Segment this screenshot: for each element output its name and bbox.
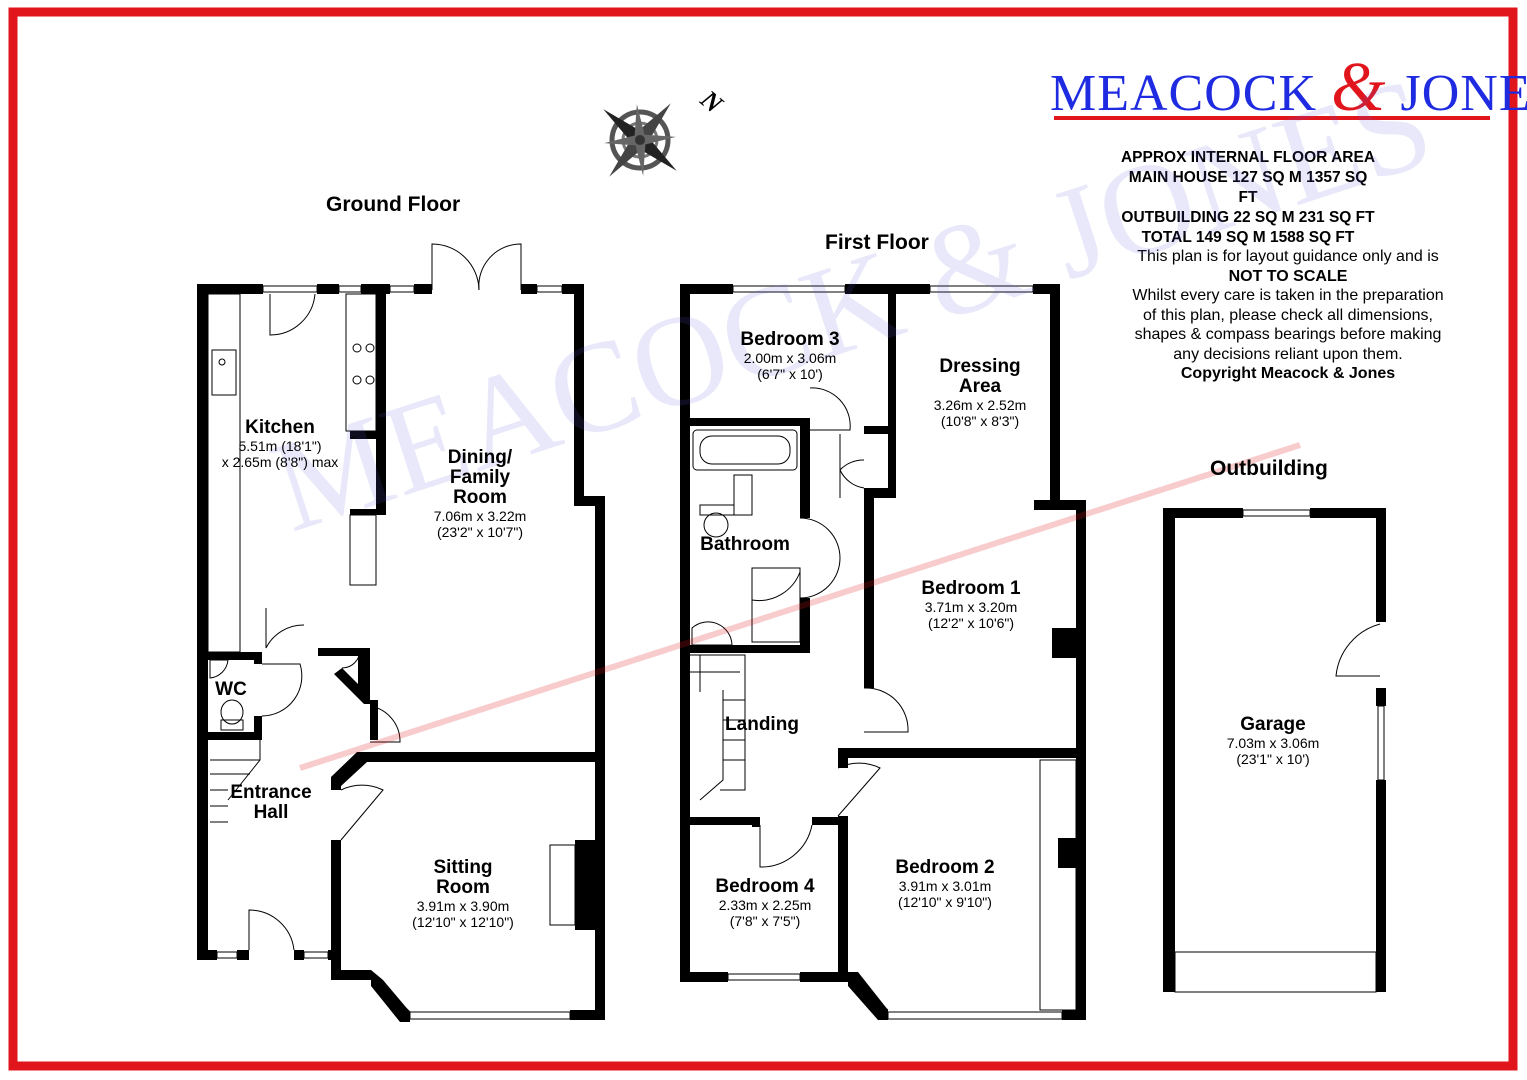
room-name: Sitting bbox=[433, 857, 493, 878]
ground-floor-fixtures bbox=[198, 243, 571, 1020]
floor-area-main-house: MAIN HOUSE 127 SQ M 1357 SQ FT bbox=[1128, 169, 1368, 206]
room-dimension: 3.91m x 3.90m bbox=[416, 898, 510, 914]
floor-area-title: APPROX INTERNAL FLOOR AREA bbox=[1120, 149, 1376, 166]
room-name: Room bbox=[436, 877, 490, 898]
brand-logo: MEACOCK & JONES bbox=[1050, 40, 1527, 126]
room-dimension: 3.26m x 2.52m bbox=[933, 397, 1027, 413]
room-bedroom-2: Bedroom 2 3.91m x 3.01m (12'10" x 9'10") bbox=[862, 857, 1028, 911]
brand-underline bbox=[1054, 116, 1490, 120]
room-dimension: (12'2" x 10'6") bbox=[927, 615, 1015, 631]
disclaimer-copyright: Copyright Meacock & Jones bbox=[1180, 365, 1396, 382]
room-name: Landing bbox=[725, 714, 799, 735]
room-sitting: Sitting Room 3.91m x 3.90m (12'10" x 12'… bbox=[383, 857, 543, 931]
room-dimension: (23'2" x 10'7") bbox=[436, 524, 524, 540]
room-dimension: 2.33m x 2.25m bbox=[718, 897, 812, 913]
room-name: Kitchen bbox=[245, 417, 315, 438]
room-name: Area bbox=[958, 376, 1002, 397]
room-dressing-area: Dressing Area 3.26m x 2.52m (10'8" x 8'3… bbox=[900, 356, 1060, 430]
room-dimension: (12'10" x 12'10") bbox=[412, 914, 514, 930]
room-name: Bedroom 3 bbox=[740, 329, 840, 350]
room-name: WC bbox=[215, 679, 247, 700]
room-bedroom-1: Bedroom 1 3.71m x 3.20m (12'2" x 10'6") bbox=[886, 578, 1056, 632]
room-dimension: 7.06m x 3.22m bbox=[433, 508, 527, 524]
disclaimer-not-to-scale: NOT TO SCALE bbox=[1228, 267, 1348, 285]
room-name: Bedroom 4 bbox=[715, 876, 815, 897]
ground-floor-title: Ground Floor bbox=[326, 193, 461, 216]
room-dimension: 3.71m x 3.20m bbox=[924, 599, 1018, 615]
compass-north-label: N bbox=[694, 84, 729, 120]
room-dimension: x 2.65m (8'8") max bbox=[221, 454, 339, 470]
disclaimer-line: of this plan, please check all dimension… bbox=[1143, 306, 1433, 324]
room-wc: WC bbox=[205, 680, 257, 700]
room-dimension: 3.91m x 3.01m bbox=[898, 878, 992, 894]
disclaimer: This plan is for layout guidance only an… bbox=[1098, 247, 1478, 384]
floor-area-summary: APPROX INTERNAL FLOOR AREA MAIN HOUSE 12… bbox=[1118, 148, 1378, 248]
room-landing: Landing bbox=[712, 715, 812, 735]
room-dimension: (12'10" x 9'10") bbox=[898, 894, 992, 910]
room-name: Hall bbox=[253, 802, 289, 823]
disclaimer-line: Whilst every care is taken in the prepar… bbox=[1132, 287, 1444, 304]
room-bathroom: Bathroom bbox=[690, 535, 800, 555]
room-name: Room bbox=[453, 487, 507, 508]
disclaimer-line: This plan is for layout guidance only an… bbox=[1137, 248, 1439, 265]
room-dimension: (7'8" x 7'5") bbox=[729, 913, 801, 929]
first-floor-fixtures bbox=[681, 285, 1077, 1020]
garage-fixtures bbox=[1174, 509, 1385, 993]
room-entrance-hall: Entrance Hall bbox=[212, 783, 330, 823]
floor-area-total: TOTAL 149 SQ M 1588 SQ FT bbox=[1141, 229, 1355, 246]
room-name: Bathroom bbox=[700, 534, 790, 555]
first-floor-title: First Floor bbox=[825, 231, 929, 254]
room-dimension: (6'7" x 10') bbox=[757, 366, 823, 382]
watermark-line bbox=[299, 442, 1301, 771]
disclaimer-line: shapes & compass bearings before making bbox=[1134, 326, 1442, 343]
brand-wordmark: MEACOCK & JONES bbox=[1050, 49, 1527, 126]
room-name: Dining/ bbox=[447, 447, 513, 468]
room-dimension: 5.51m (18'1") bbox=[238, 438, 322, 454]
room-dimension: 7.03m x 3.06m bbox=[1226, 735, 1320, 751]
room-name: Dressing bbox=[939, 356, 1021, 377]
floor-area-outbuilding: OUTBUILDING 22 SQ M 231 SQ FT bbox=[1121, 209, 1375, 226]
room-name: Entrance bbox=[230, 782, 312, 803]
room-kitchen: Kitchen 5.51m (18'1") x 2.65m (8'8") max bbox=[200, 417, 360, 471]
first-floor-walls bbox=[680, 284, 1086, 1020]
room-bedroom-3: Bedroom 3 2.00m x 3.06m (6'7" x 10') bbox=[705, 329, 875, 383]
room-name: Garage bbox=[1240, 714, 1306, 735]
room-dimension: (23'1" x 10') bbox=[1236, 751, 1310, 767]
room-bedroom-4: Bedroom 4 2.33m x 2.25m (7'8" x 7'5") bbox=[690, 876, 840, 930]
room-dimension: (10'8" x 8'3") bbox=[940, 413, 1020, 429]
disclaimer-line: any decisions reliant upon them. bbox=[1173, 345, 1403, 363]
page-border bbox=[8, 7, 1518, 1071]
room-name: Family bbox=[449, 467, 511, 488]
garage-walls bbox=[1163, 508, 1386, 992]
ground-floor-walls bbox=[197, 284, 605, 1022]
room-name: Bedroom 1 bbox=[921, 578, 1021, 599]
room-garage: Garage 7.03m x 3.06m (23'1" x 10') bbox=[1190, 714, 1356, 768]
room-name: Bedroom 2 bbox=[895, 857, 995, 878]
outbuilding-title: Outbuilding bbox=[1210, 457, 1328, 480]
compass-rose-icon bbox=[603, 103, 677, 177]
room-dining-family: Dining/ Family Room 7.06m x 3.22m (23'2"… bbox=[400, 447, 560, 541]
room-dimension: 2.00m x 3.06m bbox=[743, 350, 837, 366]
